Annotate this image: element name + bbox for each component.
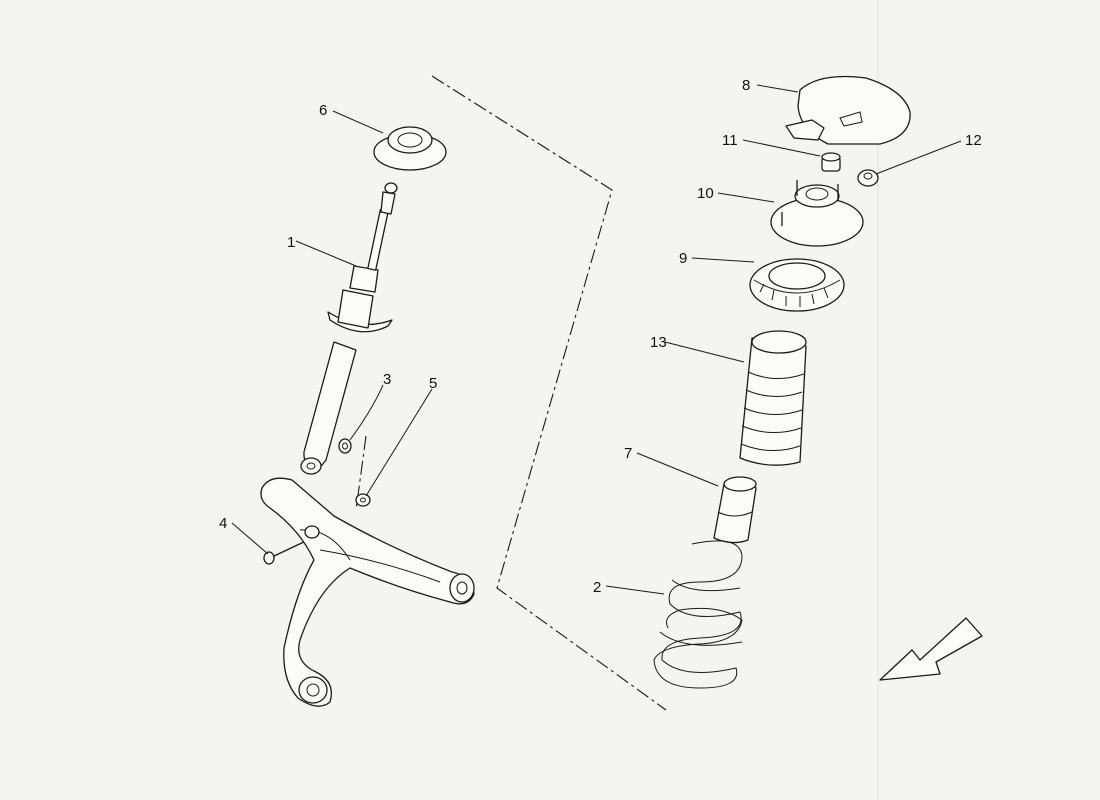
callout-11: 11	[722, 132, 738, 149]
callout-9: 9	[679, 250, 687, 267]
leader-lines	[231, 84, 962, 595]
part-10-top-mount	[770, 180, 864, 247]
front-direction-arrow-icon	[879, 617, 983, 681]
callout-1: 1	[287, 234, 295, 251]
assembly-outline	[431, 75, 667, 711]
part-9-bump-ring	[749, 258, 845, 312]
control-arm	[260, 477, 475, 707]
callout-5: 5	[429, 375, 437, 392]
callout-2: 2	[593, 579, 601, 596]
part-4-bolt	[263, 539, 309, 565]
part-6-spring-seat	[373, 126, 447, 171]
callout-8: 8	[742, 77, 750, 94]
callout-13: 13	[650, 334, 667, 351]
part-7-jounce-bumper	[713, 476, 757, 544]
callout-10: 10	[697, 185, 714, 202]
callout-3: 3	[383, 371, 391, 388]
part-8-top-cover	[785, 75, 911, 145]
part-11-bushing	[821, 152, 841, 172]
callout-4: 4	[219, 515, 227, 532]
callout-12: 12	[965, 132, 982, 149]
part-12-nut	[857, 169, 879, 187]
callout-6: 6	[319, 102, 327, 119]
part-1-shock-absorber	[300, 182, 398, 475]
part-3-bush	[338, 438, 352, 454]
part-2-coil-spring	[653, 540, 743, 689]
part-5-nut	[355, 493, 371, 507]
part-13-dust-boot	[739, 330, 807, 466]
callout-7: 7	[624, 445, 632, 462]
